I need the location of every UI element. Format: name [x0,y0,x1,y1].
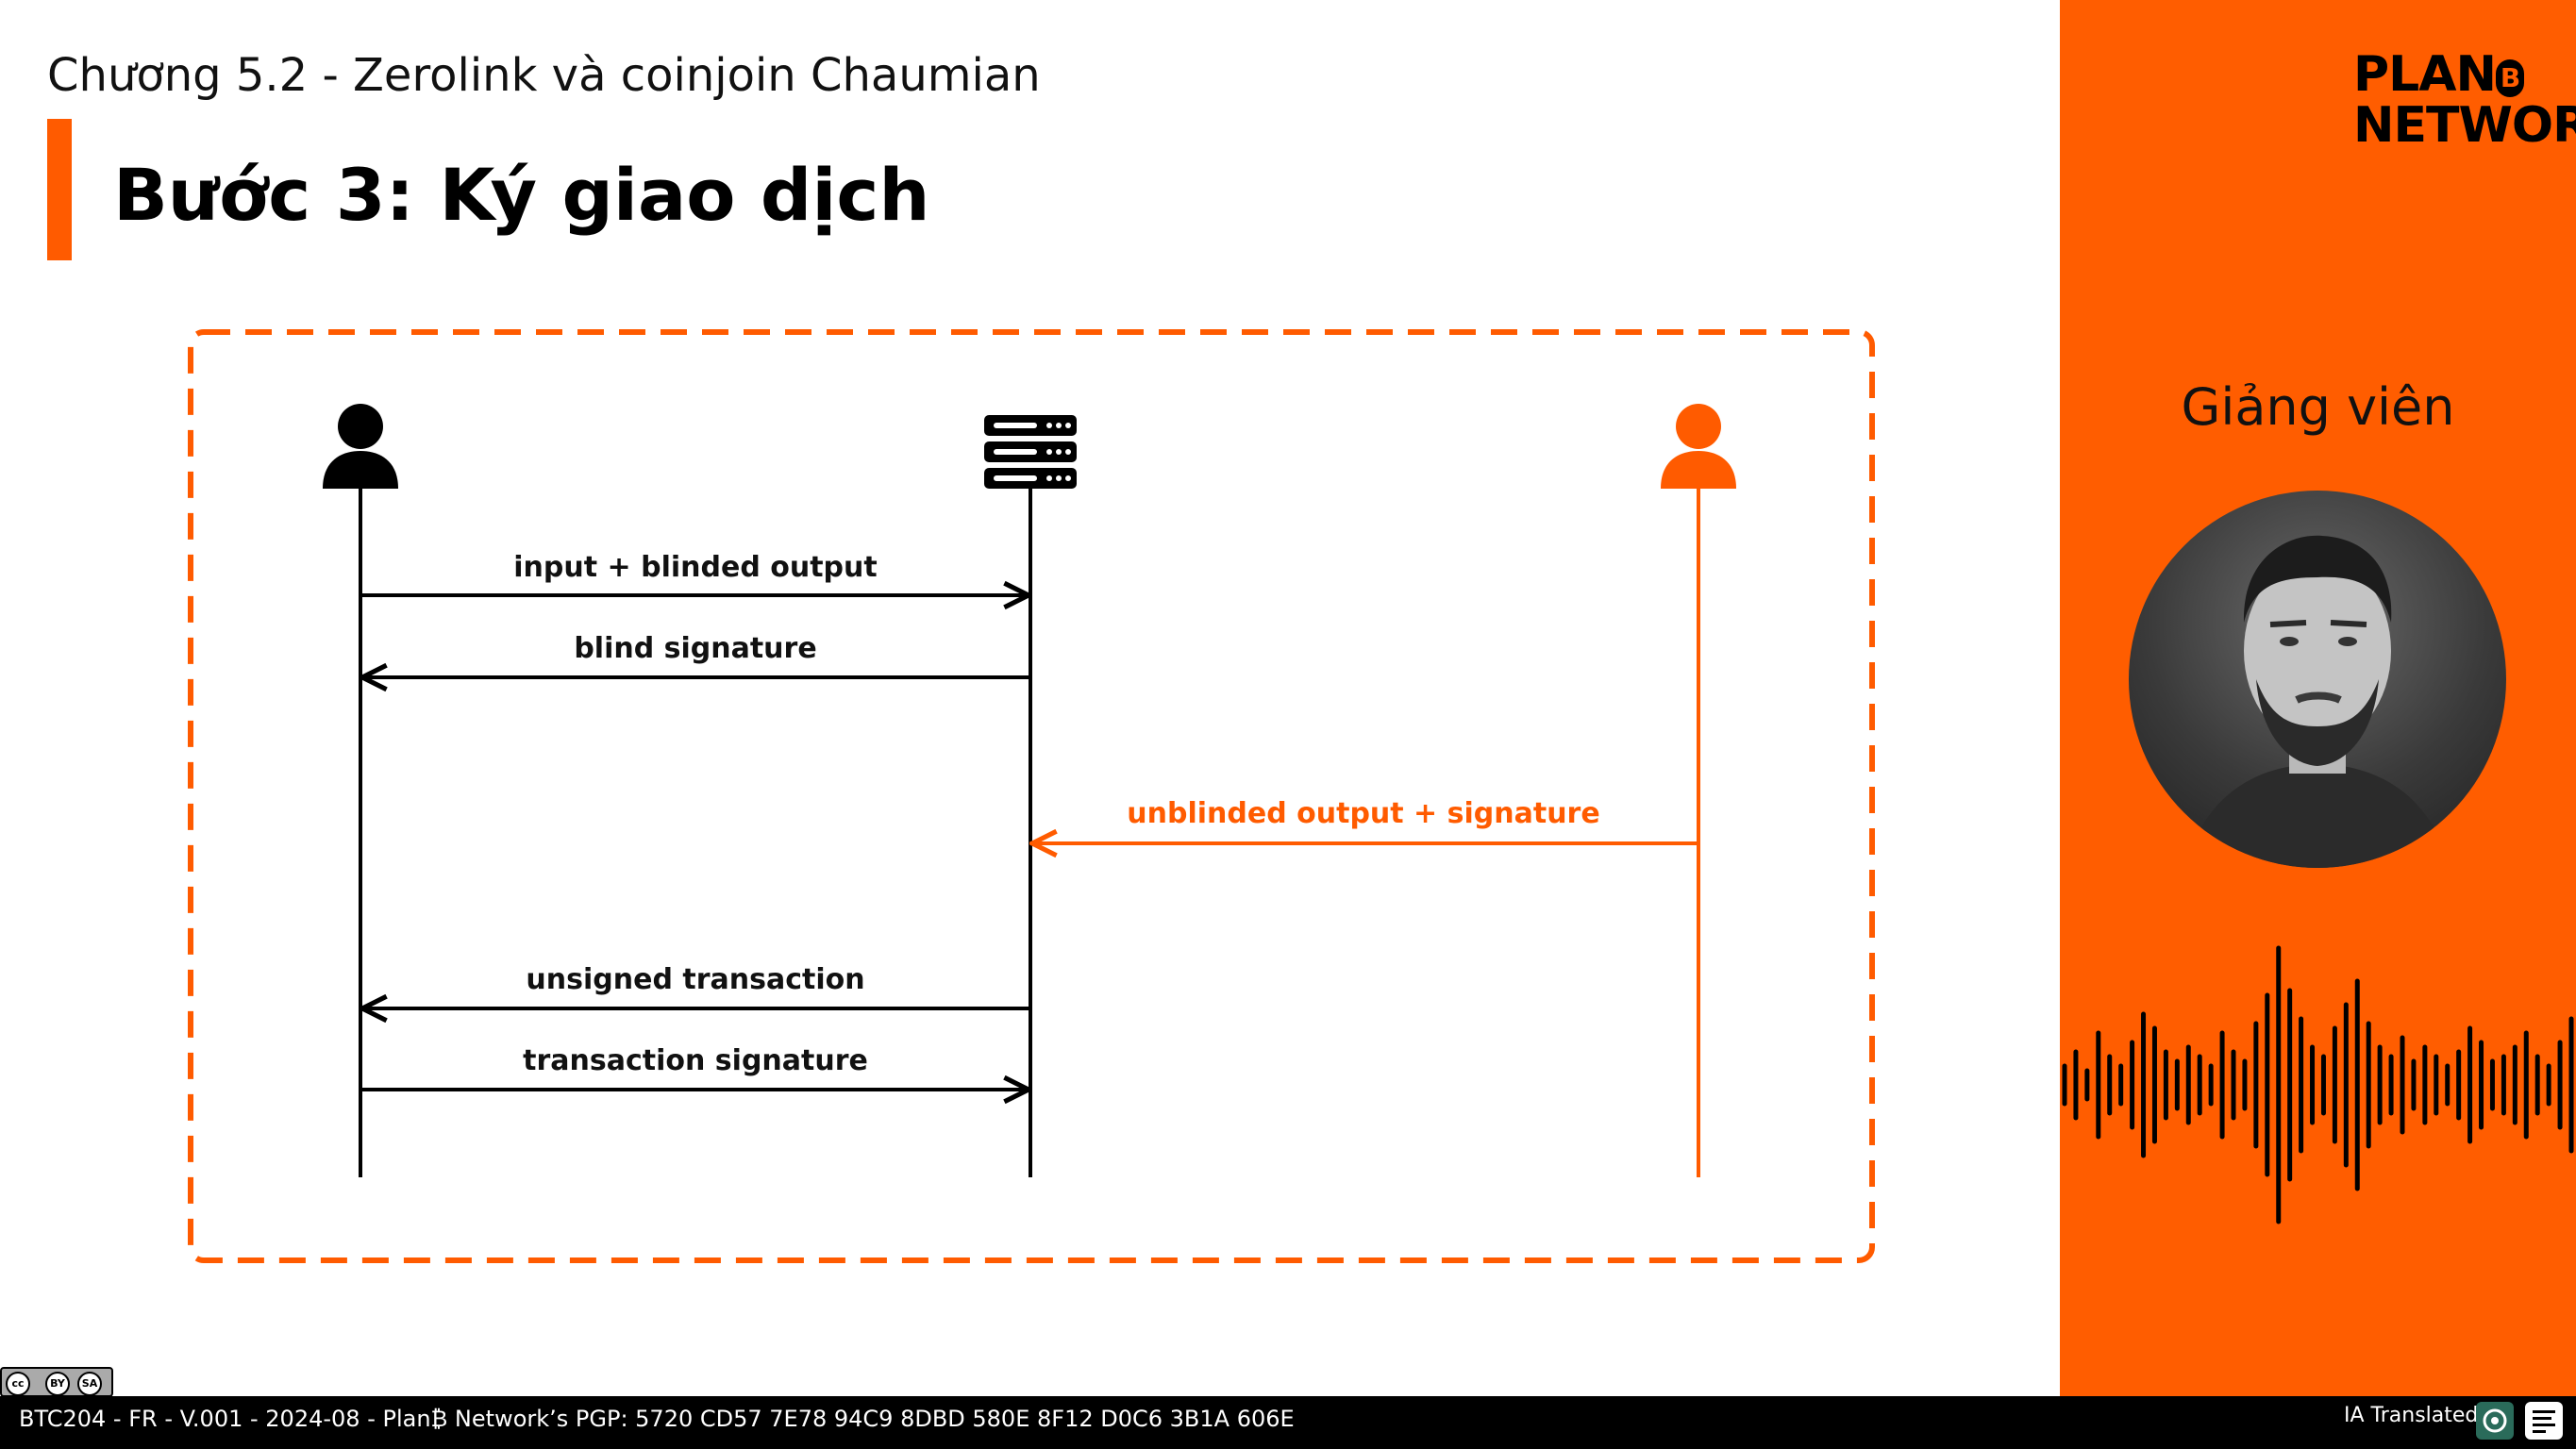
message-label-3: unblinded output + signature [1127,797,1599,830]
lecturer-avatar [2129,491,2506,868]
footer-bar [0,1396,2576,1449]
openai-icon [2476,1402,2514,1440]
waveform-icon [2062,945,2574,1224]
deepl-icon [2525,1402,2563,1440]
diagram-frame [188,329,1875,1263]
lecturer-label: Giảng viên [2181,377,2455,437]
sequence-diagram: input + blinded output blind signature u… [188,329,1875,1263]
message-label-1: input + blinded output [513,551,877,584]
user-icon [323,404,398,489]
logo-network-text: NETWORK [2353,97,2576,154]
bitcoin-b-icon: B [2496,59,2525,97]
server-icon [984,415,1077,489]
ia-translated-label: IA Translated [2344,1404,2479,1427]
message-label-4: unsigned transaction [526,963,864,996]
footer-pgp-text: BTC204 - FR - V.001 - 2024-08 - Plan₿ Ne… [19,1406,1295,1432]
cc-license-badge: cc BY SA [0,1367,113,1397]
logo-plan-text: PLAN [2353,46,2497,103]
by-icon: BY [45,1372,70,1396]
message-label-2: blind signature [574,632,816,665]
slide-title: Bước 3: Ký giao dịch [113,153,930,237]
chapter-subtitle: Chương 5.2 - Zerolink và coinjoin Chaumi… [47,49,1041,102]
lecturer-portrait [2185,535,2450,868]
sa-icon: SA [77,1372,102,1396]
orange-user-icon [1661,404,1736,489]
message-label-5: transaction signature [523,1044,868,1077]
title-accent-bar [47,119,72,260]
cc-icon: cc [6,1372,30,1396]
